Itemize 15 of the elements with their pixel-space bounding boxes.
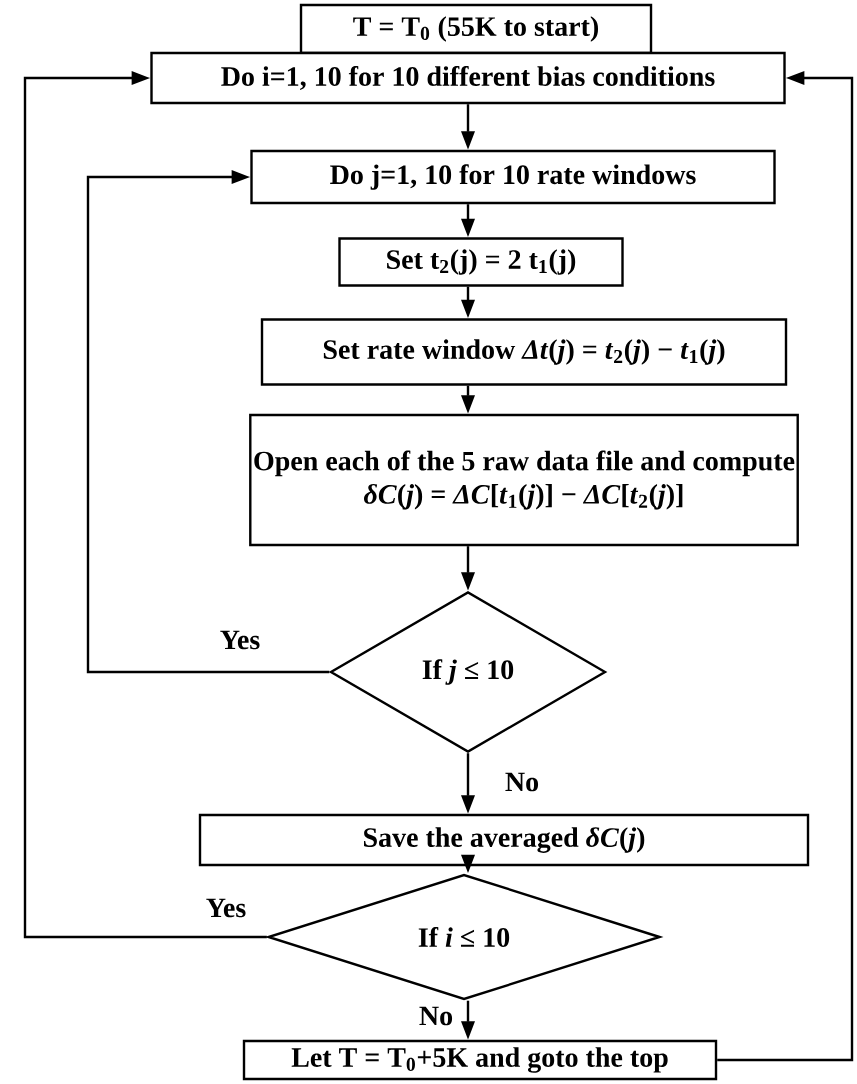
arrow <box>717 71 854 1062</box>
process-box: Do i=1, 10 for 10 different bias conditions <box>150 51 786 105</box>
process-box: Save the averaged δC(j) <box>198 813 810 867</box>
process-box: Do j=1, 10 for 10 rate windows <box>250 149 776 205</box>
process-box: Set t$_{2}$(j) = 2 t$_{1}$(j) <box>338 237 624 287</box>
edge-label: Yes <box>218 629 262 651</box>
edge-label: No <box>417 1005 455 1027</box>
process-box: Open each of the 5 raw data file and compute δC(j) = ΔC[t$_{1}$(j)] − ΔC[t$_{2}$(j)] <box>249 413 799 547</box>
arrow <box>86 170 330 674</box>
edge-label: Yes <box>204 897 248 919</box>
process-box: Set rate window Δt(j) = t$_{2}$(j) − t$_{1}$(j) <box>260 318 788 386</box>
process-box: Let T = T$_{0}$+5K and goto the top <box>242 1039 718 1081</box>
arrow <box>23 71 267 939</box>
edge-label: No <box>503 771 541 793</box>
process-box: T = T$_{0}$ (55K to start) <box>299 3 653 55</box>
